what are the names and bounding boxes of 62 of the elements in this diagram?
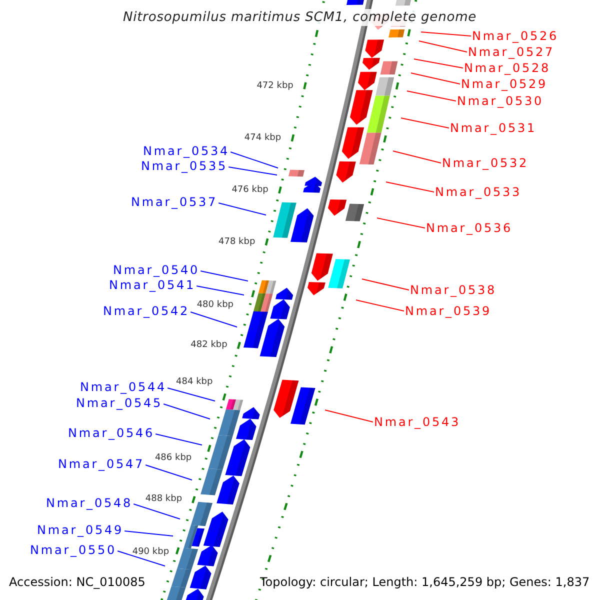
scale-label: 482 kbp bbox=[190, 340, 228, 350]
genome-summary: Topology: circular; Length: 1,645,259 bp; Genes: 1,837 bbox=[260, 576, 590, 588]
leader-line bbox=[230, 152, 278, 168]
gene-label: Nmar_0526 bbox=[472, 30, 559, 42]
leader-line bbox=[124, 530, 174, 536]
leader-line bbox=[163, 404, 210, 420]
leader-line bbox=[167, 388, 216, 402]
scale-label: 484 kbp bbox=[176, 378, 213, 388]
gene-label: Nmar_0536 bbox=[426, 222, 513, 234]
leader-line bbox=[362, 278, 410, 290]
gene-label: Nmar_0550 bbox=[30, 544, 117, 556]
scale-label: 488 kbp bbox=[145, 494, 182, 504]
scale-label: 486 kbp bbox=[154, 454, 192, 463]
scale-label: 490 kbp bbox=[132, 548, 170, 557]
gene-label: Nmar_0532 bbox=[442, 157, 529, 169]
leader-line bbox=[376, 218, 426, 228]
gene-label: Nmar_0529 bbox=[461, 78, 548, 90]
gene-label: Nmar_0534 bbox=[143, 145, 230, 157]
scale-label: 480 kbp bbox=[196, 301, 234, 310]
leader-line bbox=[228, 166, 278, 176]
gene-label: Nmar_0528 bbox=[464, 62, 551, 74]
scale-label: 472 kbp bbox=[256, 82, 294, 91]
leader-line bbox=[324, 410, 374, 422]
leader-line bbox=[133, 504, 180, 520]
leader-line bbox=[200, 270, 248, 282]
leader-line bbox=[406, 90, 456, 102]
gene-label: Nmar_0537 bbox=[131, 196, 218, 208]
gene-label: Nmar_0533 bbox=[435, 186, 522, 198]
gene-label: Nmar_0545 bbox=[76, 397, 163, 409]
leader-line bbox=[190, 312, 238, 328]
gene-label: Nmar_0538 bbox=[410, 284, 497, 296]
leader-line bbox=[117, 550, 166, 566]
gene-label: Nmar_0543 bbox=[374, 416, 461, 428]
leader-line bbox=[386, 182, 434, 192]
gene-label: Nmar_0544 bbox=[80, 381, 167, 393]
gene-label: Nmar_0542 bbox=[103, 305, 190, 317]
gene-label: Nmar_0527 bbox=[468, 46, 555, 58]
leader-line bbox=[196, 286, 244, 296]
scale-label: 478 kbp bbox=[218, 238, 256, 247]
leader-line bbox=[356, 300, 404, 312]
gene-label: Nmar_0540 bbox=[113, 264, 200, 276]
gene-label: Nmar_0539 bbox=[405, 305, 492, 317]
gene-label: Nmar_0531 bbox=[450, 122, 537, 134]
leader-line bbox=[400, 118, 450, 128]
scale-label: 474 kbp bbox=[244, 134, 282, 143]
gene-label: Nmar_0547 bbox=[58, 458, 145, 470]
leader-line bbox=[410, 72, 460, 84]
gene-label: Nmar_0530 bbox=[457, 95, 544, 107]
leader-line bbox=[420, 32, 472, 36]
leader-line bbox=[155, 434, 202, 446]
leader-line bbox=[218, 202, 266, 216]
gene-label: Nmar_0541 bbox=[109, 279, 196, 291]
leader-line bbox=[145, 464, 192, 480]
gene-label: Nmar_0546 bbox=[68, 427, 155, 439]
leader-line bbox=[418, 40, 468, 52]
scale-label: 476 kbp bbox=[232, 186, 268, 195]
gene-label: Nmar_0535 bbox=[141, 160, 228, 172]
gene-label: Nmar_0549 bbox=[37, 524, 124, 536]
leader-line bbox=[414, 58, 464, 68]
leader-line bbox=[392, 150, 442, 164]
gene-label: Nmar_0548 bbox=[46, 497, 133, 509]
accession-note: Accession: NC_010085 bbox=[9, 576, 146, 588]
